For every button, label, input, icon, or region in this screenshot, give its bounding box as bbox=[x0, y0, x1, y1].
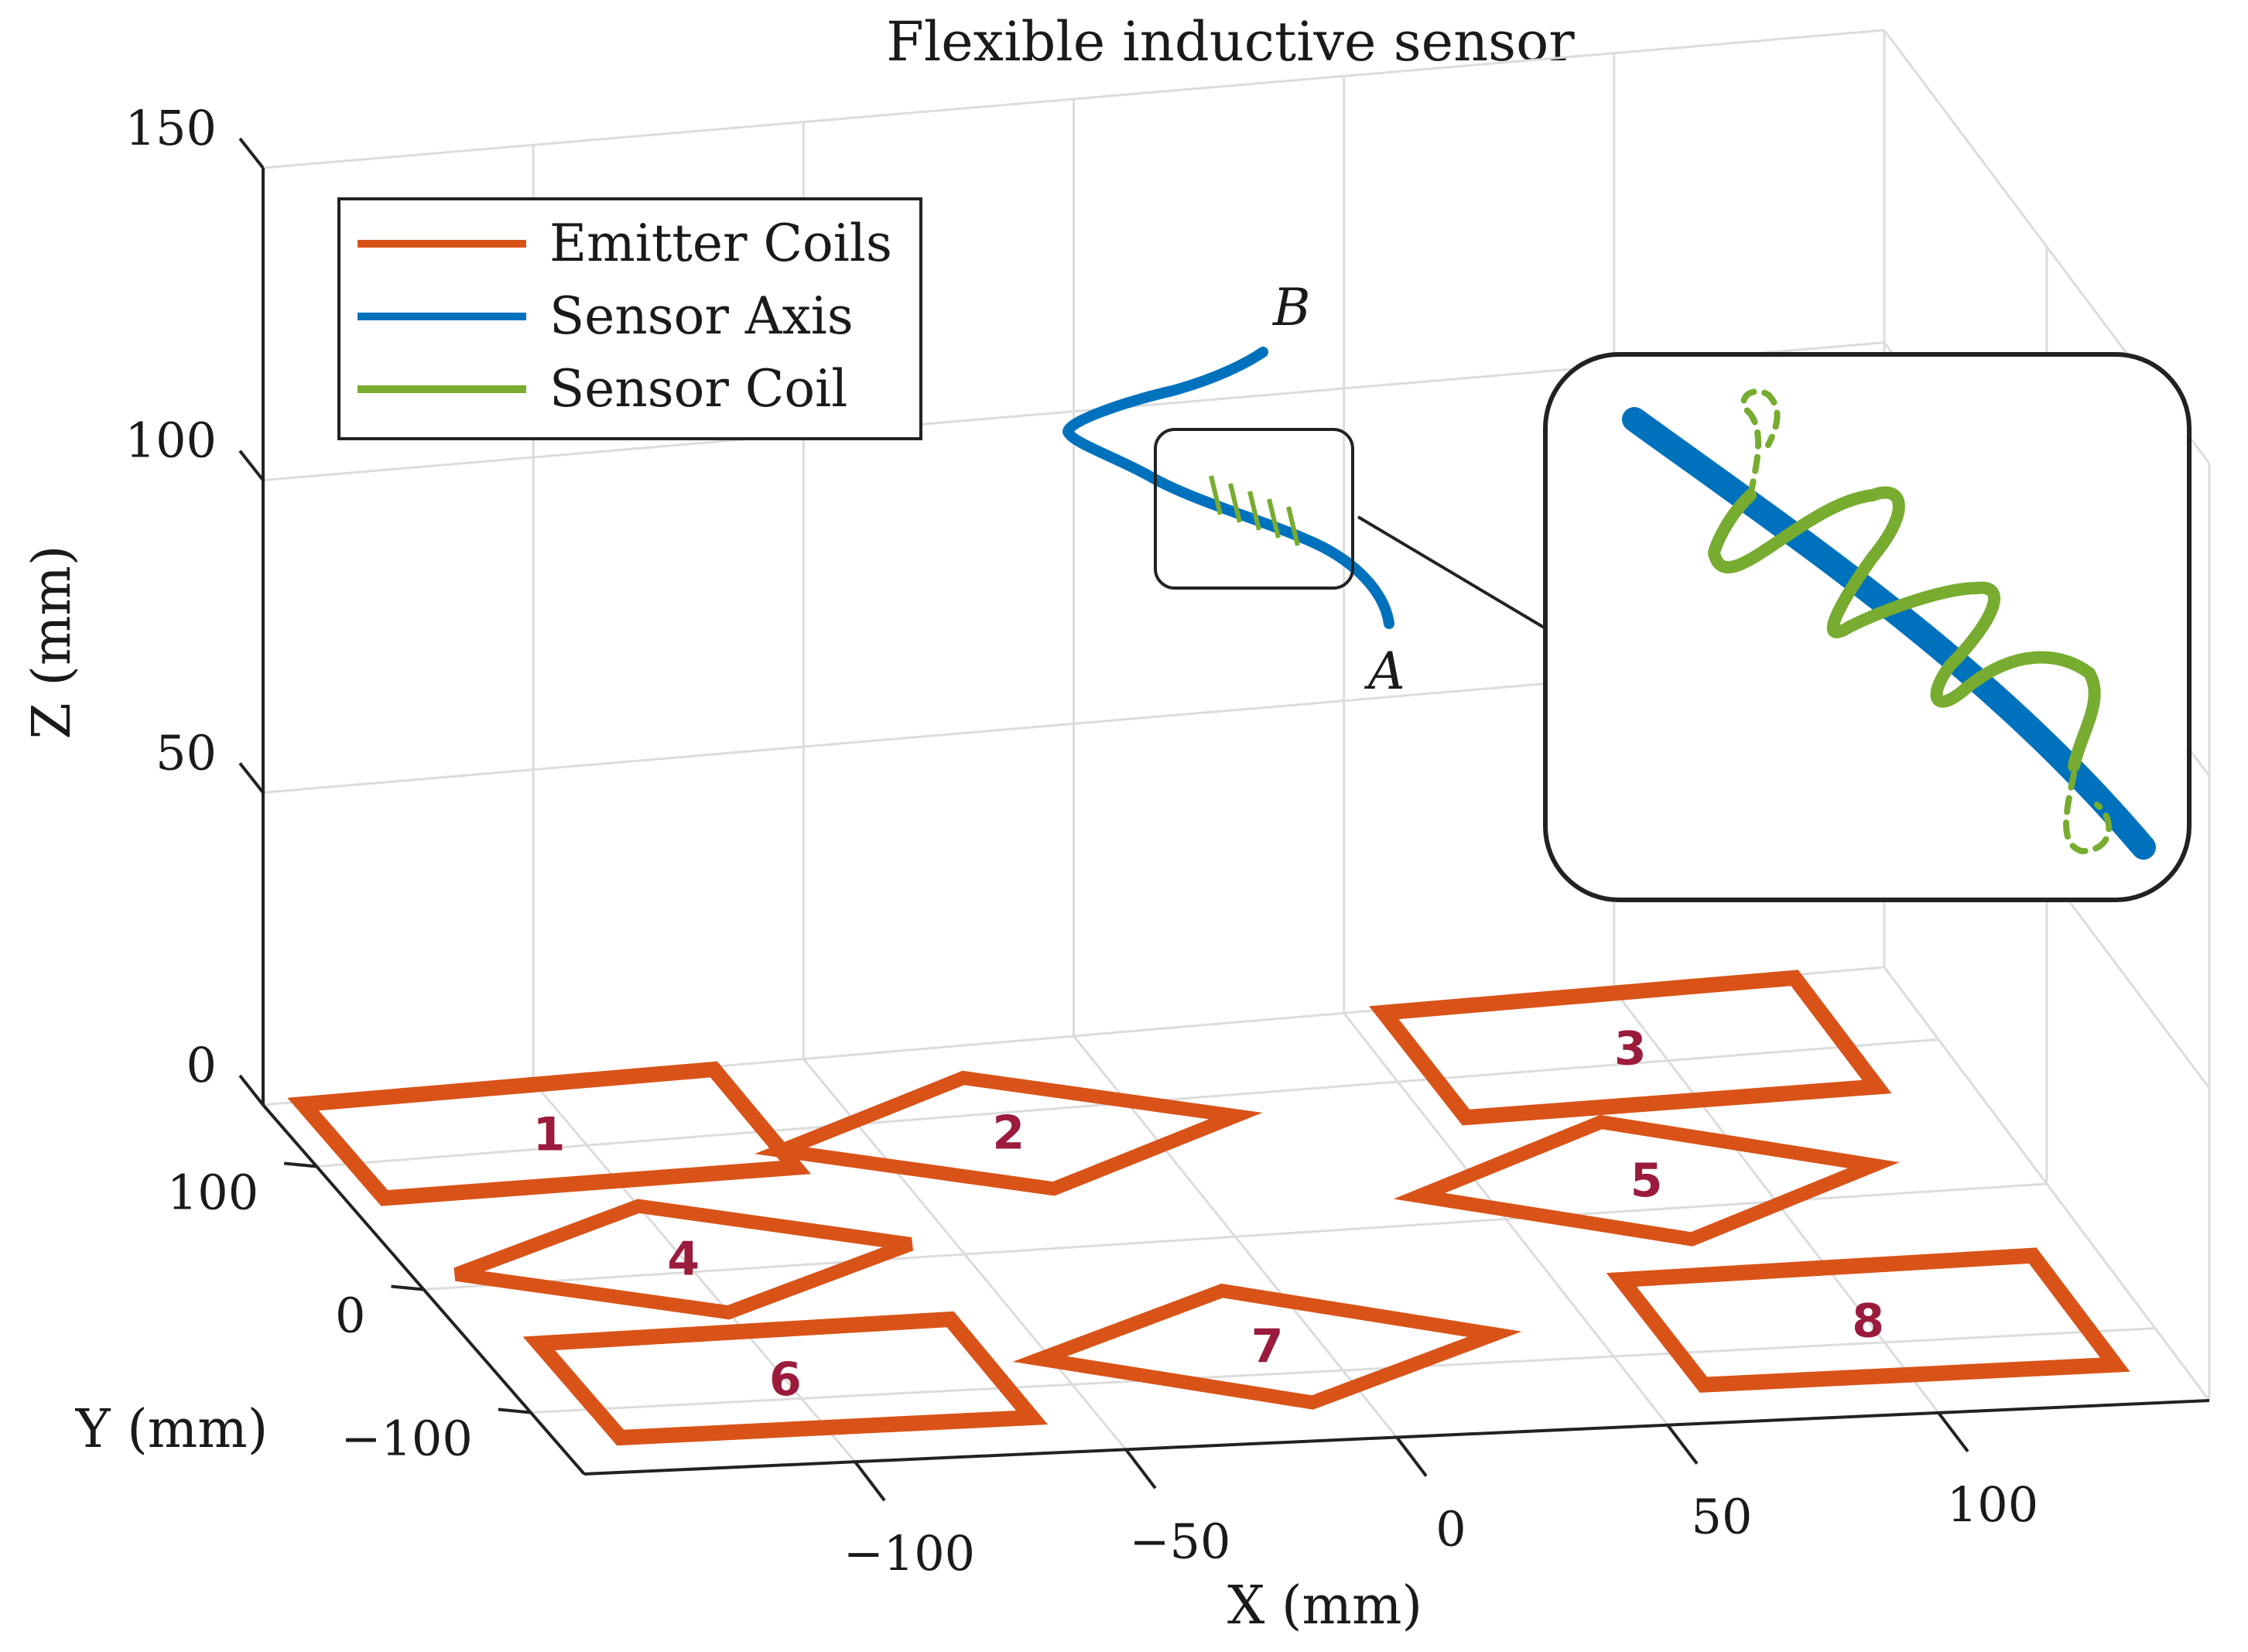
x-tick bbox=[1666, 1424, 1699, 1465]
axes bbox=[238, 137, 2210, 1502]
x-tick-label: −50 bbox=[1130, 1513, 1231, 1569]
grid-line bbox=[262, 29, 1885, 169]
legend-label-emitter: Emitter Coils bbox=[549, 214, 892, 273]
y-tick-label: 0 bbox=[335, 1288, 365, 1344]
coil-number-label: 7 bbox=[1251, 1319, 1284, 1373]
z-tick bbox=[238, 762, 265, 794]
x-tick-label: 50 bbox=[1692, 1489, 1753, 1545]
x-tick-label: 0 bbox=[1435, 1501, 1466, 1558]
sensor-axis-line bbox=[1062, 347, 1394, 629]
x-tick-label: 100 bbox=[1947, 1476, 2038, 1533]
zoom-connector bbox=[1357, 515, 1547, 630]
z-tick bbox=[238, 137, 265, 169]
coil-number-label: 1 bbox=[533, 1108, 566, 1162]
emitter-coils: 1 2 3 4 5 6 7 8 bbox=[287, 970, 2130, 1446]
legend: Emitter Coils Sensor Axis Sensor Coil bbox=[337, 197, 922, 440]
coil-number-label: 5 bbox=[1630, 1154, 1663, 1208]
y-tick bbox=[283, 1161, 317, 1168]
z-tick bbox=[238, 450, 265, 481]
x-tick bbox=[854, 1460, 886, 1502]
inset-frame bbox=[1543, 352, 2192, 902]
emitter-coil-2 bbox=[754, 1070, 1263, 1196]
y-axis-label: Y (mm) bbox=[75, 1399, 269, 1460]
emitter-coil-5 bbox=[1393, 1114, 1900, 1247]
emitter-coil-6 bbox=[522, 1311, 1049, 1446]
legend-label-sensor-coil: Sensor Coil bbox=[549, 359, 847, 419]
emitter-coil-7 bbox=[1012, 1283, 1522, 1410]
endpoint-label-a: A bbox=[1364, 641, 1405, 701]
x-tick bbox=[1124, 1448, 1157, 1490]
z-tick-label: 50 bbox=[156, 724, 217, 781]
sensor-coil-small bbox=[1209, 475, 1300, 546]
z-tick bbox=[238, 1074, 265, 1106]
inset-zoom bbox=[1543, 352, 2192, 902]
x-tick bbox=[1395, 1436, 1428, 1477]
inset-sensor-coil bbox=[1707, 388, 2113, 855]
y-tick-label: −100 bbox=[341, 1411, 473, 1467]
sensor-group: B A bbox=[1062, 278, 1547, 701]
y-tick bbox=[498, 1407, 532, 1414]
z-axis-label: Z (mm) bbox=[22, 546, 83, 740]
z-tick-label: 150 bbox=[125, 100, 217, 156]
x-tick bbox=[1937, 1411, 1969, 1453]
emitter-coil-4 bbox=[453, 1199, 914, 1320]
z-tick-label: 100 bbox=[125, 412, 217, 469]
coil-number-label: 6 bbox=[769, 1353, 802, 1407]
emitter-coil-3 bbox=[1369, 970, 1892, 1126]
endpoint-label-b: B bbox=[1272, 278, 1311, 337]
z-tick-label: 0 bbox=[186, 1037, 217, 1093]
x-tick-label: −100 bbox=[843, 1525, 975, 1582]
zoom-box bbox=[1154, 428, 1354, 590]
y-tick-label: 100 bbox=[167, 1165, 258, 1221]
coil-number-label: 2 bbox=[992, 1106, 1025, 1161]
coil-number-label: 3 bbox=[1614, 1021, 1647, 1076]
y-tick bbox=[391, 1284, 424, 1291]
grid-line bbox=[530, 1327, 2156, 1414]
legend-label-sensor-axis: Sensor Axis bbox=[549, 286, 854, 346]
emitter-coil-1 bbox=[287, 1061, 811, 1206]
x-axis-label: X (mm) bbox=[1227, 1575, 1422, 1637]
emitter-coil-8 bbox=[1606, 1247, 2130, 1393]
coil-number-label: 4 bbox=[667, 1232, 700, 1286]
chart-title: Flexible inductive sensor bbox=[886, 10, 1575, 74]
tick-labels: 0 50 100 150 −100 0 100 −100 −50 0 50 100 bbox=[125, 100, 2039, 1582]
coil-number-label: 8 bbox=[1852, 1294, 1884, 1348]
